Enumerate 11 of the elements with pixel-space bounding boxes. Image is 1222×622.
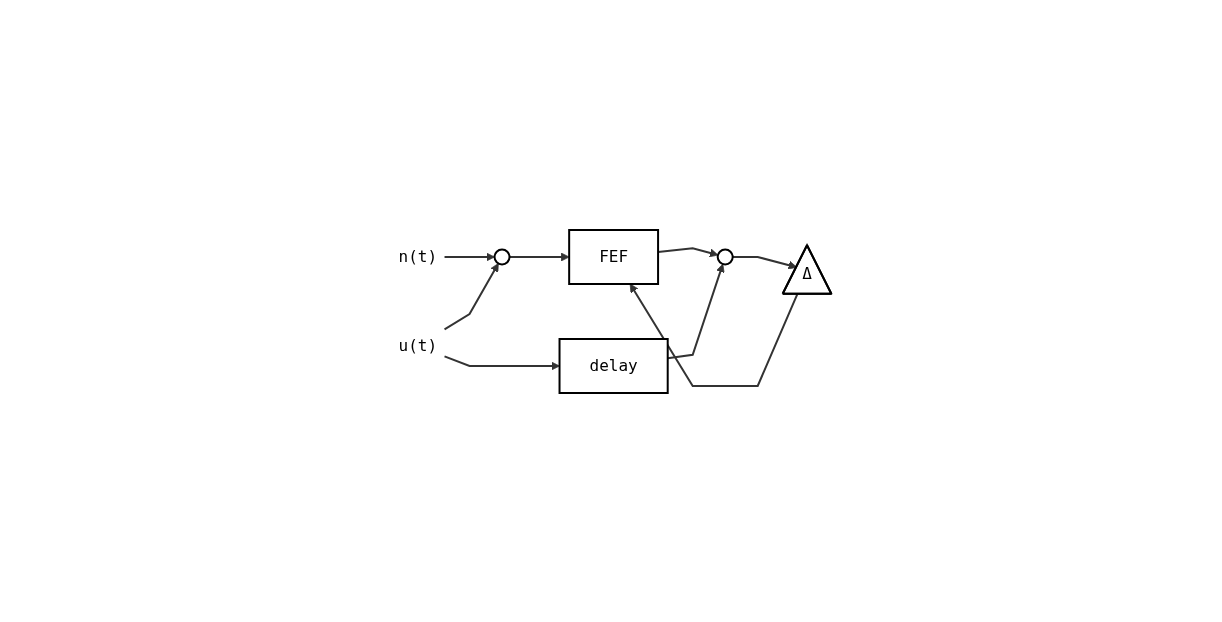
node-text: n(t) — [398, 246, 437, 266]
arrow — [443, 354, 560, 370]
arrow — [443, 262, 499, 330]
node-box: FEF — [568, 228, 659, 285]
node-box: delay — [558, 337, 669, 394]
arrow — [731, 255, 797, 269]
arrow — [443, 252, 495, 261]
arrow — [629, 283, 799, 387]
node-circle — [493, 248, 511, 265]
node-circle — [716, 248, 734, 265]
node-text: u(t) — [398, 335, 437, 355]
